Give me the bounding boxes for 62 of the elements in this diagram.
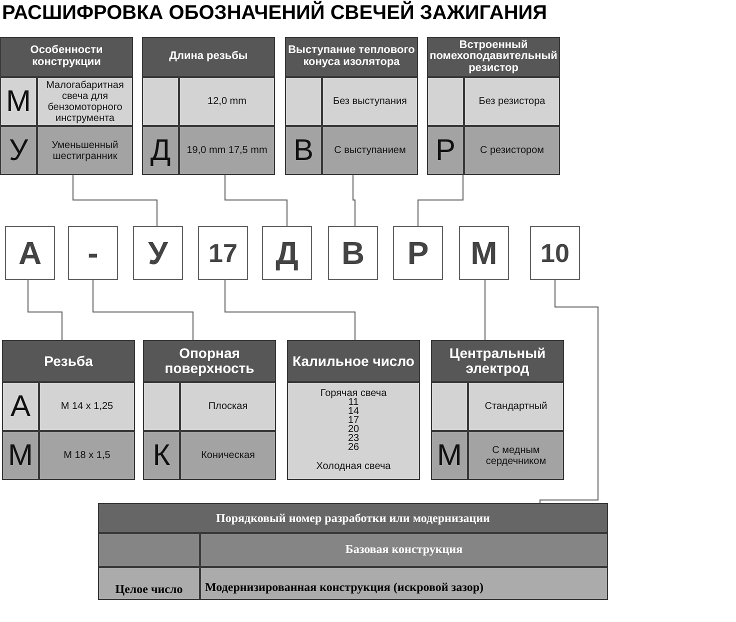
code-letter-box: Р (393, 226, 443, 280)
heat-rating-number: 11 (348, 398, 359, 407)
description-text: Холодная свеча (316, 462, 391, 471)
title: РАСШИФРОВКА ОБОЗНАЧЕНИЙ СВЕЧЕЙ ЗАЖИГАНИЯ (2, 2, 548, 25)
description-cell: Уменьшенный шестигранник (37, 126, 133, 175)
description-cell: М 14 х 1,25 (39, 382, 135, 431)
code-letter-box: У (133, 226, 183, 280)
code-letter-cell: А (2, 382, 39, 431)
connector-line (352, 174, 356, 226)
description-cell: 19,0 mm 17,5 mm (179, 126, 275, 175)
header-cell: Порядковый номер разработки или модернизации (98, 503, 608, 533)
connector-line (28, 280, 62, 340)
header-cell: Встроенный помехоподавительный резистор (427, 37, 560, 77)
code-letter-cell: У (0, 126, 37, 175)
header-cell: Опорная поверхность (143, 340, 276, 382)
heat-rating-number: 14 (348, 407, 360, 416)
code-letter-cell: Р (427, 126, 464, 175)
header-cell: Центральный электрод (431, 340, 564, 382)
code-letter-cell: М (2, 431, 39, 480)
code-letter-box: 17 (198, 226, 248, 280)
connector-line (92, 280, 194, 340)
description-cell: Плоская (180, 382, 276, 431)
heat-rating-number: 17 (348, 416, 360, 425)
description-cell: 12,0 mm (179, 77, 275, 126)
description-cell: С выступанием (322, 126, 418, 175)
description-cell: Без выступания (322, 77, 418, 126)
code-letter-box: Д (262, 226, 312, 280)
description-cell: Малогабаритная свеча для бензомоторного инструмента (37, 77, 133, 126)
code-letter-box: М (459, 226, 509, 280)
header-cell: Выступание теплового конуса изолятора (285, 37, 418, 77)
code-letter-box: - (68, 226, 118, 280)
code-letter-cell: Целое число (98, 566, 200, 600)
code-letter-box: 10 (530, 226, 580, 280)
header-cell: Особенности конструкции (0, 37, 133, 77)
code-letter-cell: В (285, 126, 322, 175)
connector-line (224, 174, 288, 226)
connector-line (72, 174, 158, 226)
connector-line (484, 280, 486, 340)
header-cell: Калильное число (287, 340, 420, 382)
description-cell: Модернизированная конструкция (искровой зазор) (200, 566, 608, 600)
description-cell: Без резистора (464, 77, 560, 126)
description-cell: С медным сердечником (468, 431, 564, 480)
code-letter-cell: К (143, 431, 180, 480)
code-letter-box: А (5, 226, 55, 280)
heat-rating-number: 20 (348, 425, 360, 434)
connector-line (224, 280, 356, 340)
heat-rating-number: 26 (348, 443, 360, 452)
code-letter-cell: М (0, 77, 37, 126)
description-cell: Коническая (180, 431, 276, 480)
header-cell: Длина резьбы (142, 37, 275, 77)
description-text: Горячая свеча (320, 389, 387, 398)
description-cell: С резистором (464, 126, 560, 175)
code-letter-cell: М (431, 431, 468, 480)
code-letter-box: В (328, 226, 378, 280)
code-letter-cell: Д (142, 126, 179, 175)
description-cell: Базовая конструкция (200, 533, 608, 566)
connector-line (418, 174, 464, 226)
description-cell: Стандартный (468, 382, 564, 431)
heat-rating-number: 23 (348, 434, 360, 443)
header-cell: Резьба (2, 340, 135, 382)
description-cell: М 18 х 1,5 (39, 431, 135, 480)
connector-line (540, 280, 598, 504)
